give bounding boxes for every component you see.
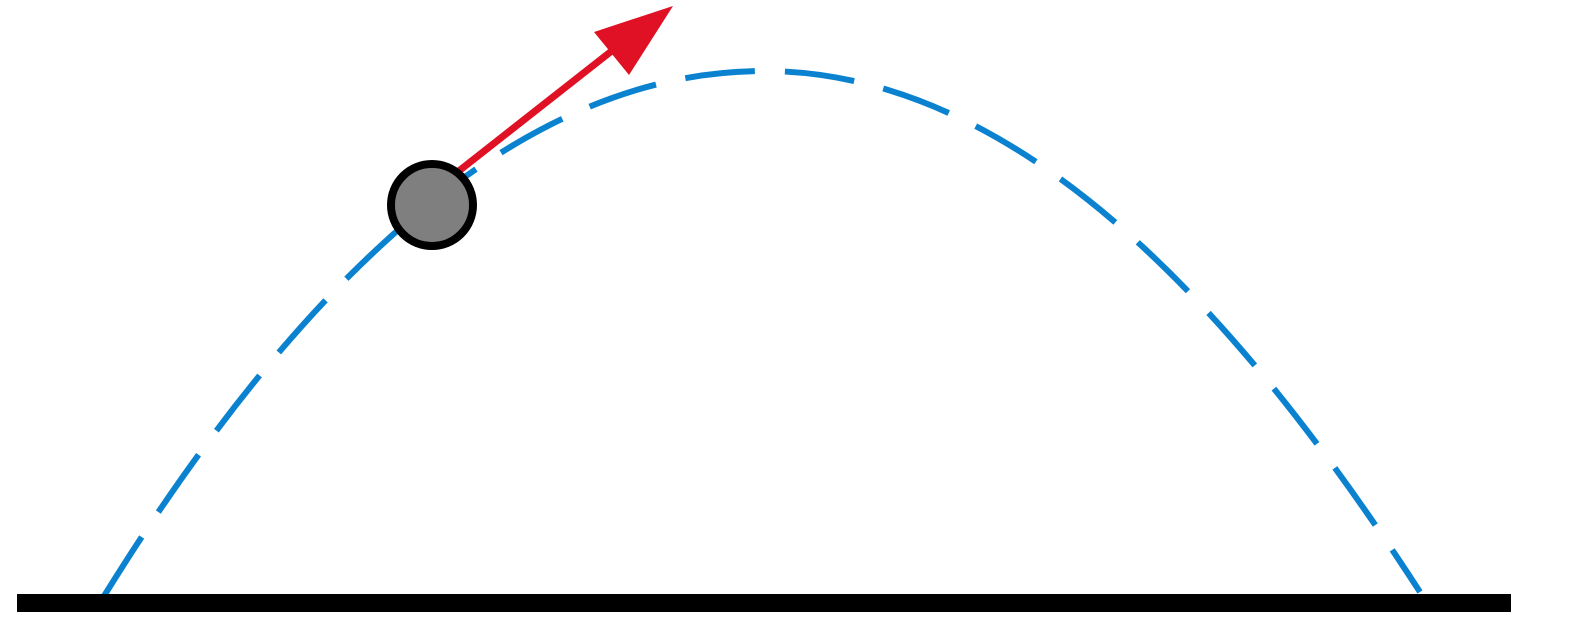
- velocity-arrow: [452, 6, 673, 177]
- trajectory-path: [101, 67, 1423, 598]
- ball-icon: [387, 160, 477, 250]
- ground-line: [17, 594, 1511, 612]
- arrow-head-icon: [594, 6, 673, 75]
- arrow-icon: [452, 43, 621, 177]
